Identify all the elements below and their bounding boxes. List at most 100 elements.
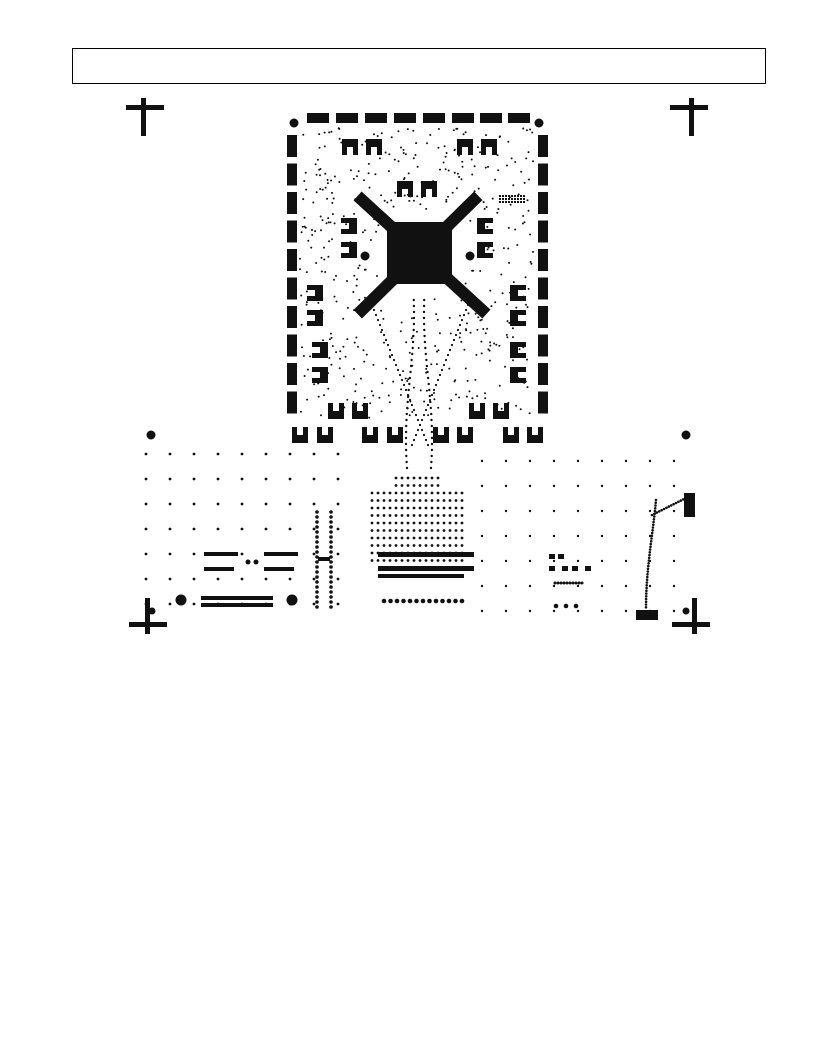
- via: [504, 584, 508, 588]
- via: [422, 413, 426, 417]
- via: [216, 502, 220, 506]
- pad-strip: [201, 603, 273, 607]
- via: [516, 244, 519, 246]
- via: [423, 340, 427, 344]
- via: [336, 477, 340, 481]
- via: [647, 556, 651, 560]
- via: [327, 387, 330, 390]
- via: [424, 536, 428, 540]
- via: [422, 322, 426, 326]
- via: [330, 130, 333, 133]
- via: [329, 555, 333, 559]
- via: [323, 246, 325, 249]
- via: [440, 598, 445, 604]
- via: [506, 320, 509, 323]
- via: [430, 476, 434, 480]
- via: [448, 514, 452, 517]
- via: [480, 459, 484, 463]
- via: [418, 529, 422, 532]
- fiducial-dot: [175, 594, 187, 606]
- via: [317, 301, 320, 304]
- via: [370, 506, 374, 510]
- via: [574, 581, 578, 585]
- via: [288, 527, 292, 531]
- via: [424, 352, 427, 356]
- via: [315, 510, 319, 514]
- via: [330, 336, 333, 339]
- central-die-pad: [353, 191, 491, 319]
- via: [400, 499, 404, 502]
- via: [404, 448, 408, 452]
- via: [192, 452, 196, 456]
- via: [330, 179, 333, 182]
- via: [407, 172, 410, 175]
- via: [367, 162, 370, 165]
- via: [576, 459, 580, 463]
- via: [464, 367, 467, 370]
- via: [507, 140, 510, 143]
- via: [504, 534, 508, 538]
- edge-pad: [287, 135, 297, 157]
- fine-pad: [523, 198, 525, 200]
- via: [326, 182, 329, 185]
- via: [568, 581, 572, 585]
- via: [400, 514, 404, 517]
- via: [479, 319, 482, 322]
- via: [430, 442, 434, 446]
- via: [423, 334, 426, 338]
- via: [648, 459, 652, 463]
- via: [418, 499, 422, 502]
- via: [648, 584, 652, 588]
- via: [412, 529, 416, 532]
- via: [516, 376, 519, 379]
- via: [394, 529, 398, 532]
- via: [519, 408, 522, 411]
- via: [315, 530, 319, 534]
- via: [660, 508, 663, 512]
- via: [355, 284, 358, 287]
- via: [528, 412, 531, 415]
- via: [144, 552, 148, 556]
- via: [404, 153, 407, 156]
- via: [299, 257, 301, 260]
- via: [521, 222, 524, 225]
- via: [168, 602, 172, 606]
- via: [400, 544, 404, 547]
- via: [315, 560, 319, 564]
- via: [520, 170, 523, 173]
- via: [303, 180, 306, 182]
- via: [465, 395, 468, 398]
- via: [510, 157, 513, 160]
- via: [488, 349, 491, 352]
- via: [346, 280, 348, 282]
- via: [240, 477, 244, 481]
- via: [460, 514, 464, 517]
- via: [144, 502, 148, 506]
- via: [474, 378, 477, 381]
- via: [409, 370, 412, 374]
- via: [527, 287, 530, 290]
- edge-pad: [508, 113, 530, 123]
- via: [397, 192, 400, 195]
- via: [424, 476, 428, 480]
- via: [328, 240, 331, 243]
- via: [240, 452, 244, 456]
- via: [384, 338, 388, 342]
- via: [478, 228, 481, 231]
- via: [480, 559, 484, 563]
- via: [529, 128, 532, 131]
- via: [331, 345, 334, 347]
- via: [329, 530, 333, 534]
- via: [368, 186, 371, 189]
- u-pad: [341, 218, 357, 234]
- via: [648, 548, 652, 551]
- via: [406, 380, 409, 382]
- via: [374, 173, 377, 176]
- via: [376, 275, 378, 277]
- via: [427, 414, 430, 417]
- via: [402, 152, 405, 154]
- via: [404, 442, 408, 446]
- via: [323, 145, 326, 148]
- via: [526, 306, 529, 309]
- via: [454, 536, 458, 540]
